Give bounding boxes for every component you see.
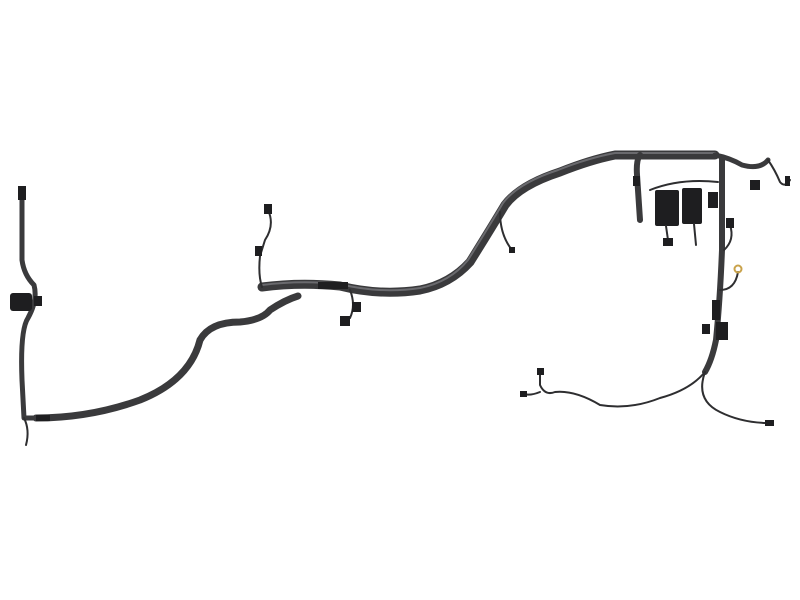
connector	[708, 192, 718, 208]
connector	[255, 246, 262, 256]
connector	[633, 176, 640, 186]
connector	[726, 218, 734, 228]
connector	[34, 296, 42, 306]
connector	[264, 204, 272, 214]
connector	[716, 322, 728, 340]
connector	[509, 247, 515, 253]
connector	[712, 300, 720, 320]
connector	[750, 180, 760, 190]
sleeve	[318, 282, 348, 289]
fuse-box-cluster	[633, 159, 791, 246]
connector	[663, 238, 673, 246]
connector	[352, 302, 361, 312]
relay-box	[682, 188, 702, 224]
connector	[520, 391, 527, 397]
connector	[340, 316, 350, 326]
connector	[702, 324, 710, 334]
middle-branches	[255, 204, 515, 326]
ring-terminal	[733, 264, 743, 274]
left-branch	[10, 186, 50, 446]
connector	[36, 415, 50, 421]
relay-box	[655, 190, 679, 226]
connector	[765, 420, 774, 426]
connector	[537, 368, 544, 375]
connector	[18, 186, 26, 200]
clamp-block	[10, 293, 32, 311]
right-lower-branches	[520, 218, 774, 426]
connector	[785, 176, 790, 186]
